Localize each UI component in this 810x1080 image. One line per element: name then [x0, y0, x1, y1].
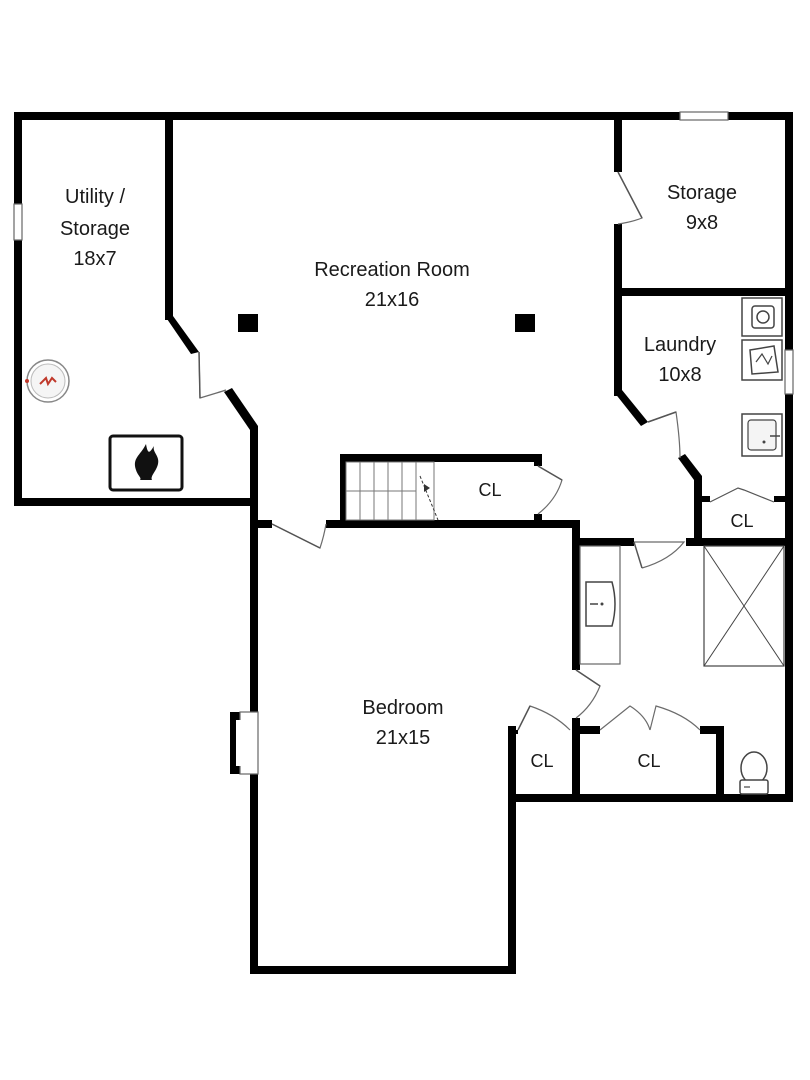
- bedroom-size: 21x15: [376, 727, 431, 749]
- storage-size: 9x8: [686, 212, 718, 234]
- bathroom-sink-icon: [579, 545, 621, 665]
- dryer-icon: [741, 339, 783, 381]
- recreation-size: 21x16: [365, 289, 420, 311]
- window-bedroom: [239, 711, 259, 775]
- water-heater-icon: [25, 359, 70, 403]
- windows: [13, 111, 794, 775]
- stair-closet-label: CL: [478, 480, 501, 500]
- bedroom-name: Bedroom: [362, 697, 443, 719]
- utility-sink-icon: [741, 413, 783, 457]
- window-bedroom-inner: [236, 720, 242, 766]
- laundry-name: Laundry: [644, 334, 716, 356]
- stairs-icon: [345, 461, 439, 521]
- shower-icon: [703, 545, 785, 667]
- bedroom-closet-label: CL: [530, 751, 553, 771]
- doors: [198, 171, 775, 731]
- utility-size: 18x7: [73, 248, 116, 270]
- utility-name-line1: Utility /: [65, 186, 125, 208]
- laundry-closet-label: CL: [730, 511, 753, 531]
- room-labels: Utility / Storage 18x7 Recreation Room 2…: [60, 182, 754, 771]
- toilet-icon: [739, 751, 769, 795]
- storage-name: Storage: [667, 182, 737, 204]
- bath-closet-label: CL: [637, 751, 660, 771]
- window-laundry: [784, 349, 794, 395]
- window-storage: [679, 111, 729, 121]
- walls: [14, 112, 793, 974]
- utility-name-line2: Storage: [60, 218, 130, 240]
- laundry-size: 10x8: [658, 364, 701, 386]
- recreation-name: Recreation Room: [314, 259, 470, 281]
- fireplace-icon: [108, 434, 184, 492]
- window-utility: [13, 203, 23, 241]
- washer-icon: [741, 297, 783, 337]
